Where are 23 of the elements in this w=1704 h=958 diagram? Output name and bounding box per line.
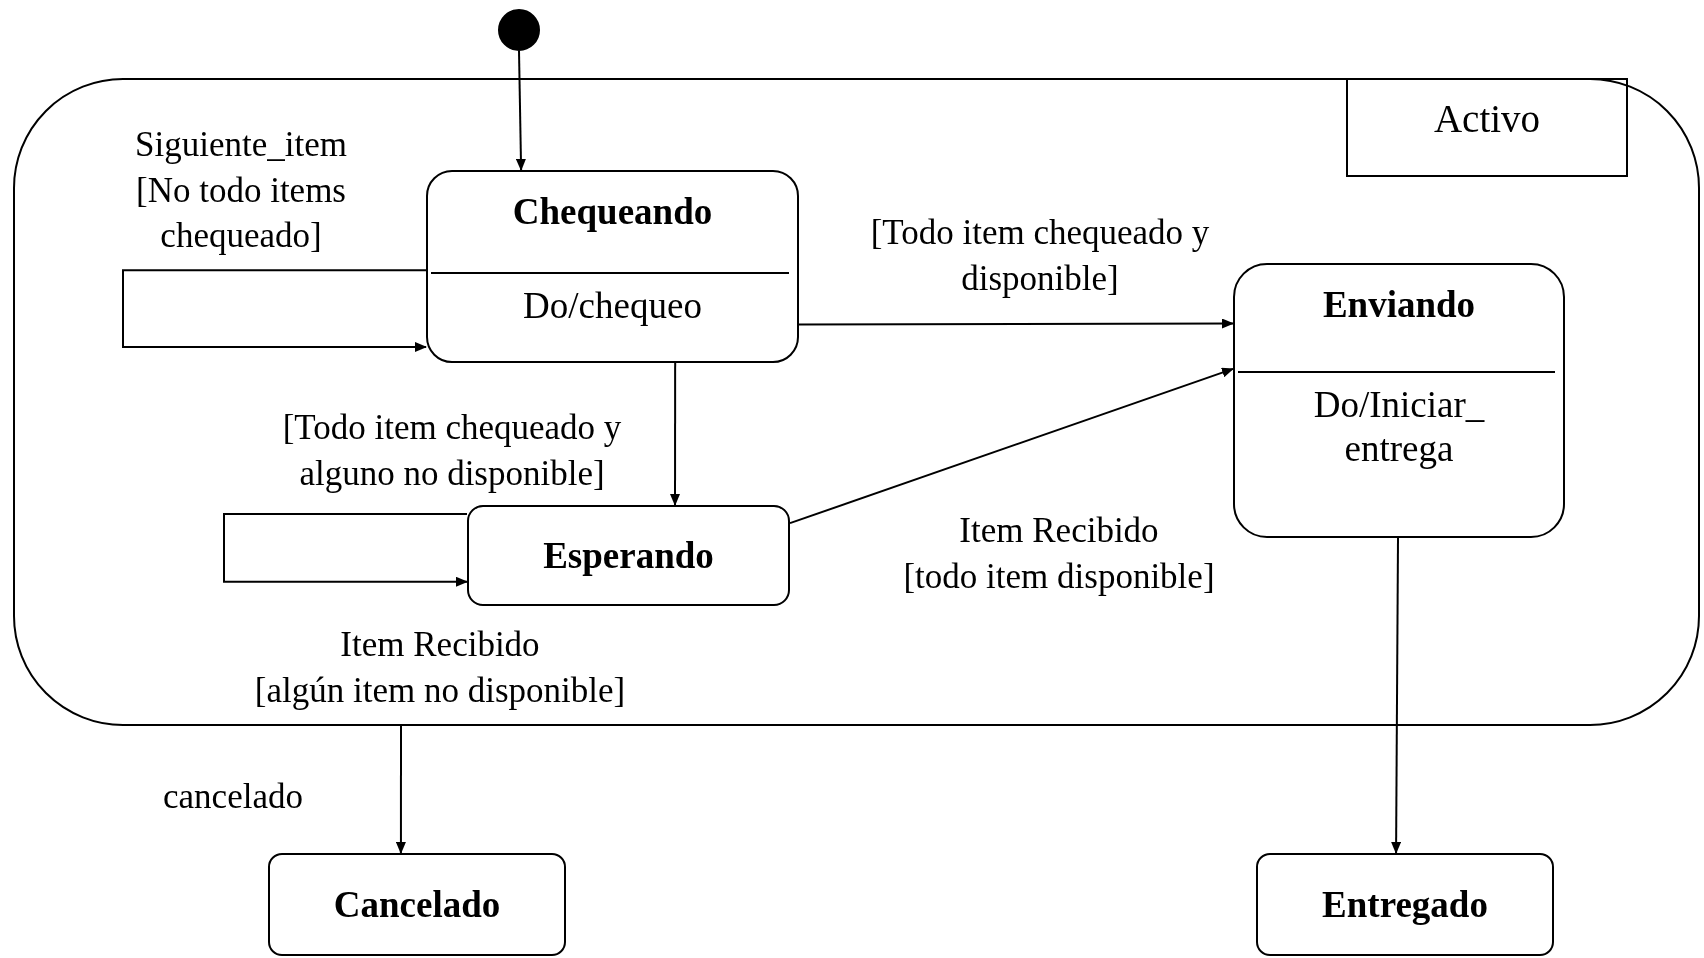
state-box — [467, 505, 790, 606]
transition-arrow — [1391, 537, 1402, 854]
state-box — [1233, 263, 1565, 538]
transition-arrow — [515, 50, 526, 171]
transition-arrow — [789, 367, 1234, 525]
composite-state — [13, 78, 1700, 726]
state-name: Enviando — [1321, 283, 1477, 327]
state-box — [268, 853, 566, 956]
state-name: Cancelado — [332, 882, 502, 927]
state-box — [1256, 853, 1554, 956]
initial-state-dot — [498, 9, 540, 51]
state-name: Entregado — [1321, 882, 1489, 927]
state-name: Chequeando — [511, 190, 714, 234]
state-activity: Do/chequeo — [522, 284, 703, 328]
state-box — [426, 170, 799, 363]
state-name-tab: Activo — [1346, 78, 1628, 177]
state-activity: Do/Iniciar_ entrega — [1312, 383, 1486, 472]
transition-arrow — [798, 318, 1234, 329]
transition-arrow — [223, 513, 468, 587]
state-name: Esperando — [542, 533, 715, 578]
transition-arrow — [395, 725, 406, 854]
transition-arrow — [670, 362, 680, 506]
transition-arrow — [122, 269, 427, 352]
